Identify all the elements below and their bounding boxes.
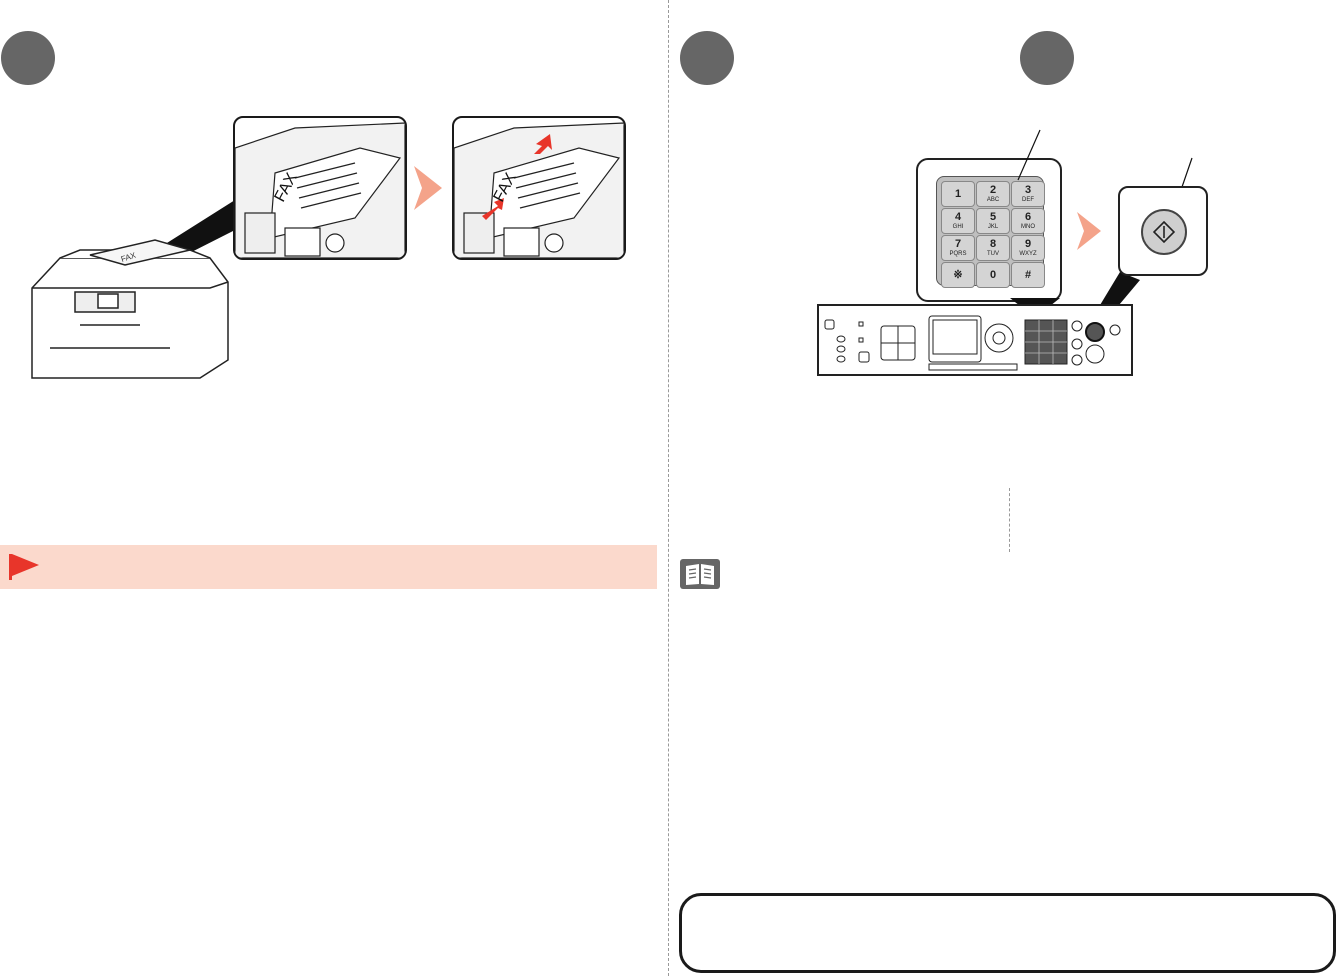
- keypad-key-number: 2: [989, 184, 997, 196]
- operation-panel: [817, 304, 1133, 376]
- next-step-arrow-left: [414, 166, 442, 210]
- caution-bar: [0, 545, 657, 589]
- keypad-key-number: 5: [989, 211, 997, 223]
- column-divider: [1009, 488, 1010, 552]
- printer-illustration: FAX: [31, 200, 235, 379]
- keypad-key-number: 9: [1024, 238, 1032, 250]
- keypad-key-number: 7: [954, 238, 962, 250]
- keypad-key-letters: WXYZ: [1019, 251, 1037, 257]
- keypad-key-letters: JKL: [987, 224, 999, 230]
- step-circle-2: [680, 31, 734, 85]
- keypad-key-number: 6: [1024, 211, 1032, 223]
- keypad-key-letters: TUV: [987, 251, 999, 257]
- keypad-key-number: 8: [989, 238, 997, 250]
- keypad-key[interactable]: ※: [941, 262, 975, 288]
- keypad-key-number: 0: [989, 268, 997, 281]
- zoom-panel-guides-adjusted: FAX: [452, 116, 626, 260]
- step-circle-3: [1020, 31, 1074, 85]
- keypad-key-letters: PQRS: [949, 251, 967, 257]
- keypad-key-number: ※: [953, 268, 963, 281]
- zoom-panel-document-loaded: FAX: [233, 116, 407, 260]
- next-step-arrow-right: [1077, 212, 1101, 250]
- keypad-key-number: 4: [954, 211, 962, 223]
- page-divider: [668, 0, 669, 976]
- keypad-key-letters: ABC: [986, 197, 1000, 203]
- bottom-info-box: [679, 893, 1336, 973]
- keypad-key-letters: DEF: [1022, 197, 1034, 203]
- keypad-key-number: 1: [954, 187, 962, 200]
- start-button-callout: [1118, 186, 1208, 276]
- keypad-key[interactable]: 1: [941, 181, 975, 207]
- red-flag-icon: [9, 554, 39, 580]
- keypad-key[interactable]: 0: [976, 262, 1010, 288]
- book-icon: [680, 559, 720, 589]
- start-button[interactable]: [1141, 209, 1187, 255]
- start-button-icon: [1153, 221, 1175, 243]
- step-circle-1: [1, 31, 55, 85]
- keypad-key-number: #: [1024, 268, 1032, 281]
- keypad-key-letters: MNO: [1021, 224, 1035, 230]
- keypad-key[interactable]: #: [1011, 262, 1045, 288]
- keypad-key-number: 3: [1024, 184, 1032, 196]
- keypad-key-letters: GHI: [952, 224, 964, 230]
